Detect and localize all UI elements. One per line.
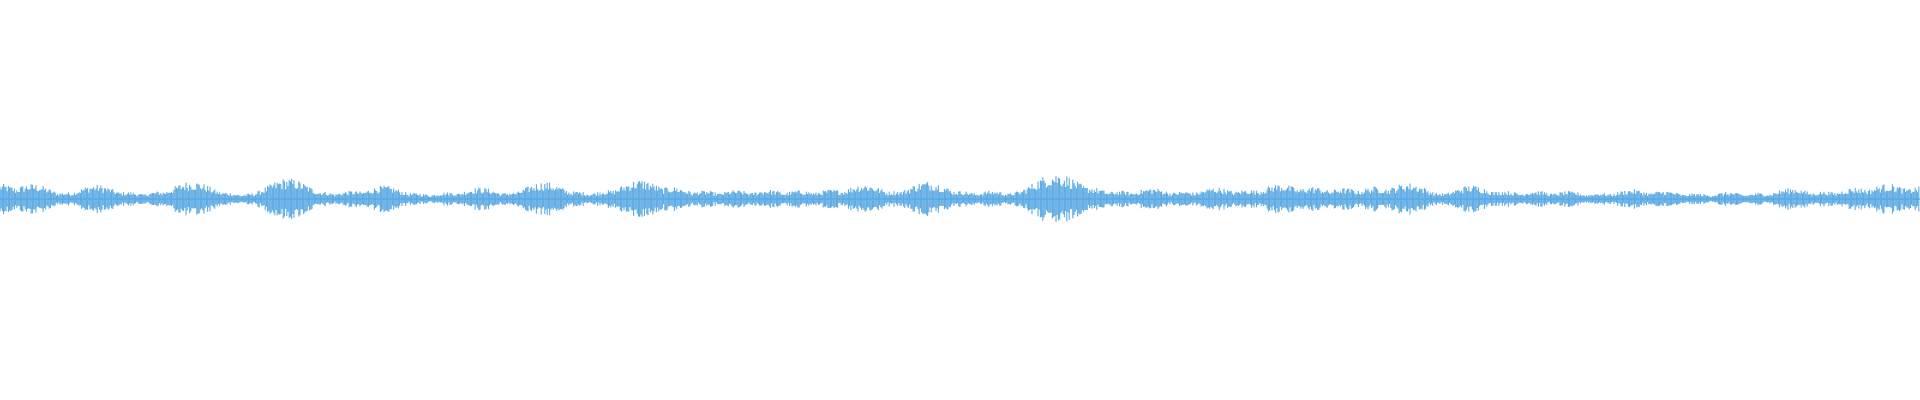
- waveform-bursts: [0, 176, 1920, 222]
